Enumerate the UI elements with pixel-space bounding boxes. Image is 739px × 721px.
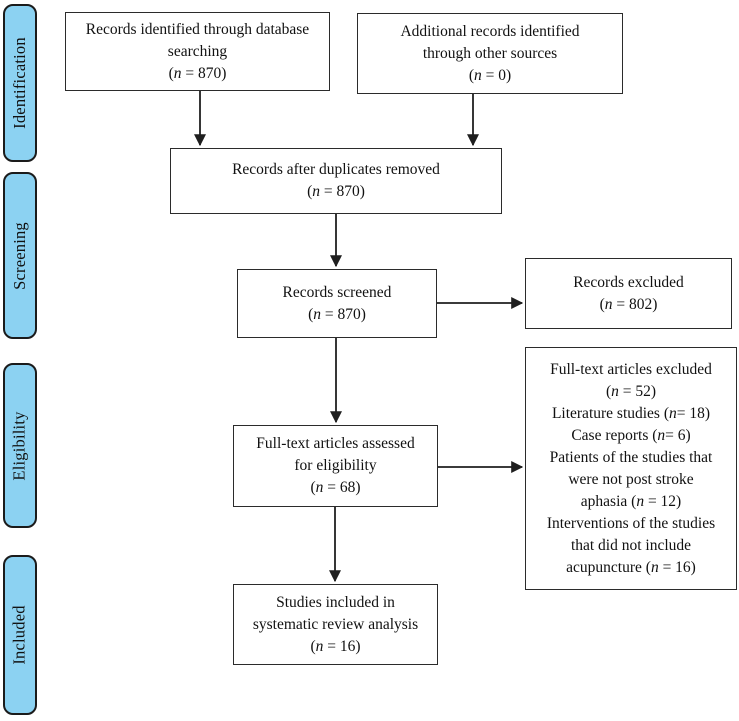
flow-box-line: Records excluded <box>573 273 684 291</box>
stage-eligibility-label: Eligibility <box>10 410 29 481</box>
flow-box-line: acupuncture (n = 16) <box>566 558 696 576</box>
stage-included: Included <box>3 555 37 715</box>
stage-screening: Screening <box>3 172 37 339</box>
flow-box-full-text-articles-assessed: Full-text articles assessed for eligibili… <box>233 425 438 507</box>
flow-box-line: Patients of the studies that <box>549 448 713 466</box>
flow-box-line: (n = 870) <box>307 183 365 200</box>
flow-box-line: (n = 16) <box>310 637 361 655</box>
flow-box-line: (n = 802) <box>599 295 658 313</box>
flow-box-line: that did not include <box>570 536 692 554</box>
flow-box-line: systematic review analysis <box>252 615 419 633</box>
flow-box-additional-records-other-sources: Additional records identified through oth… <box>357 13 623 94</box>
flow-box-line: Case reports (n= 6) <box>571 426 691 444</box>
flow-box-line: Full-text articles assessed <box>256 435 415 452</box>
stage-included-label: Included <box>10 605 30 665</box>
flow-box-records-identified-database: Records identified through database searc… <box>65 12 330 91</box>
flow-box-full-text-articles-excluded: Full-text articles excluded (n = 52) Liter… <box>525 347 737 590</box>
flow-box-line: Literature studies (n= 18) <box>551 404 711 422</box>
stage-identification: Identification <box>3 4 37 162</box>
flow-box-line: (n = 870) <box>168 64 227 82</box>
flow-box-line: Interventions of the studies <box>546 514 716 532</box>
flow-box-line: Full-text articles excluded <box>550 360 712 378</box>
flow-box-line: (n = 0) <box>468 66 512 84</box>
flow-box-line: Additional records identified <box>400 22 580 40</box>
stage-identification-label: Identification <box>10 37 29 129</box>
flow-box-line: through other sources <box>422 44 558 62</box>
stage-screening-label: Screening <box>10 221 29 290</box>
stage-eligibility: Eligibility <box>3 363 37 528</box>
flow-box-line: Studies included in <box>276 593 395 611</box>
flow-box-line: (n = 68) <box>310 479 361 496</box>
flow-box-records-screened: Records screened (n = 870) <box>237 269 437 338</box>
flow-box-studies-included: Studies included in systematic review ana… <box>233 584 438 665</box>
flow-box-line: (n = 870) <box>308 305 366 323</box>
flow-box-line: Records after duplicates removed <box>232 161 440 178</box>
flow-box-line: aphasia (n = 12) <box>580 492 682 510</box>
flow-box-line: were not post stroke <box>568 470 694 488</box>
flow-box-line: (n = 52) <box>605 382 657 400</box>
flow-box-records-after-duplicates-removed: Records after duplicates removed (n = 870… <box>170 148 502 214</box>
flow-box-line: searching <box>167 42 228 60</box>
flow-box-records-excluded: Records excluded (n = 802) <box>525 258 732 329</box>
flow-box-line: Records identified through database <box>85 20 310 38</box>
flow-box-line: for eligibility <box>294 457 377 474</box>
flow-box-line: Records screened <box>282 283 392 301</box>
